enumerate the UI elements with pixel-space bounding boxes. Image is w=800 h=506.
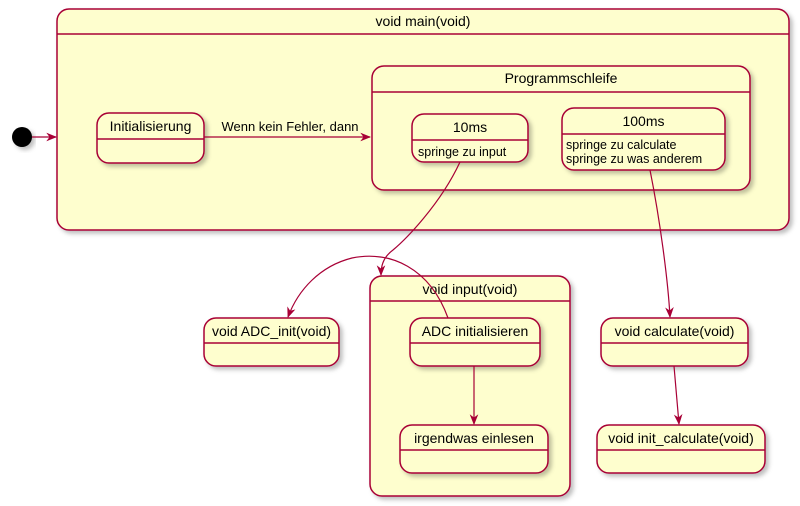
state-irgendwas-einlesen: irgendwas einlesen	[399, 424, 549, 474]
transition-100ms-to-calculate	[649, 169, 674, 319]
state-adc-init-title: void ADC_init(void)	[212, 323, 331, 339]
state-100ms: 100ms springe zu calculate springe zu wa…	[561, 107, 726, 171]
transition-label: Wenn kein Fehler, dann	[221, 119, 358, 134]
state-calculate-title: void calculate(void)	[615, 323, 735, 339]
state-adc-initialisieren-title: ADC initialisieren	[422, 323, 529, 339]
state-init-calculate-title: void init_calculate(void)	[608, 430, 754, 446]
state-irgendwas-einlesen-title: irgendwas einlesen	[414, 430, 534, 446]
state-100ms-body-line: springe zu was anderem	[566, 152, 702, 166]
state-10ms-title: 10ms	[453, 119, 487, 135]
state-10ms: 10ms springe zu input	[411, 113, 529, 163]
initial-state	[12, 127, 32, 147]
state-init-calculate: void init_calculate(void)	[596, 424, 766, 474]
transition-10ms-to-input	[376, 161, 461, 277]
state-adc-init: void ADC_init(void)	[203, 317, 340, 367]
state-100ms-title: 100ms	[622, 113, 664, 129]
state-adc-initialisieren: ADC initialisieren	[409, 317, 541, 367]
state-main-title: void main(void)	[376, 13, 471, 29]
state-calculate: void calculate(void)	[600, 317, 749, 367]
state-programmschleife-title: Programmschleife	[505, 70, 618, 86]
state-100ms-body-line: springe zu calculate	[566, 138, 677, 152]
transition-adc-initialisieren-to-adc-init	[287, 255, 449, 319]
state-10ms-body-line: springe zu input	[418, 145, 507, 159]
state-initialisierung-title: Initialisierung	[110, 118, 192, 134]
transition-calculate-to-init-calculate	[673, 365, 683, 426]
state-initialisierung: Initialisierung	[96, 112, 205, 164]
state-input-title: void input(void)	[423, 281, 518, 297]
